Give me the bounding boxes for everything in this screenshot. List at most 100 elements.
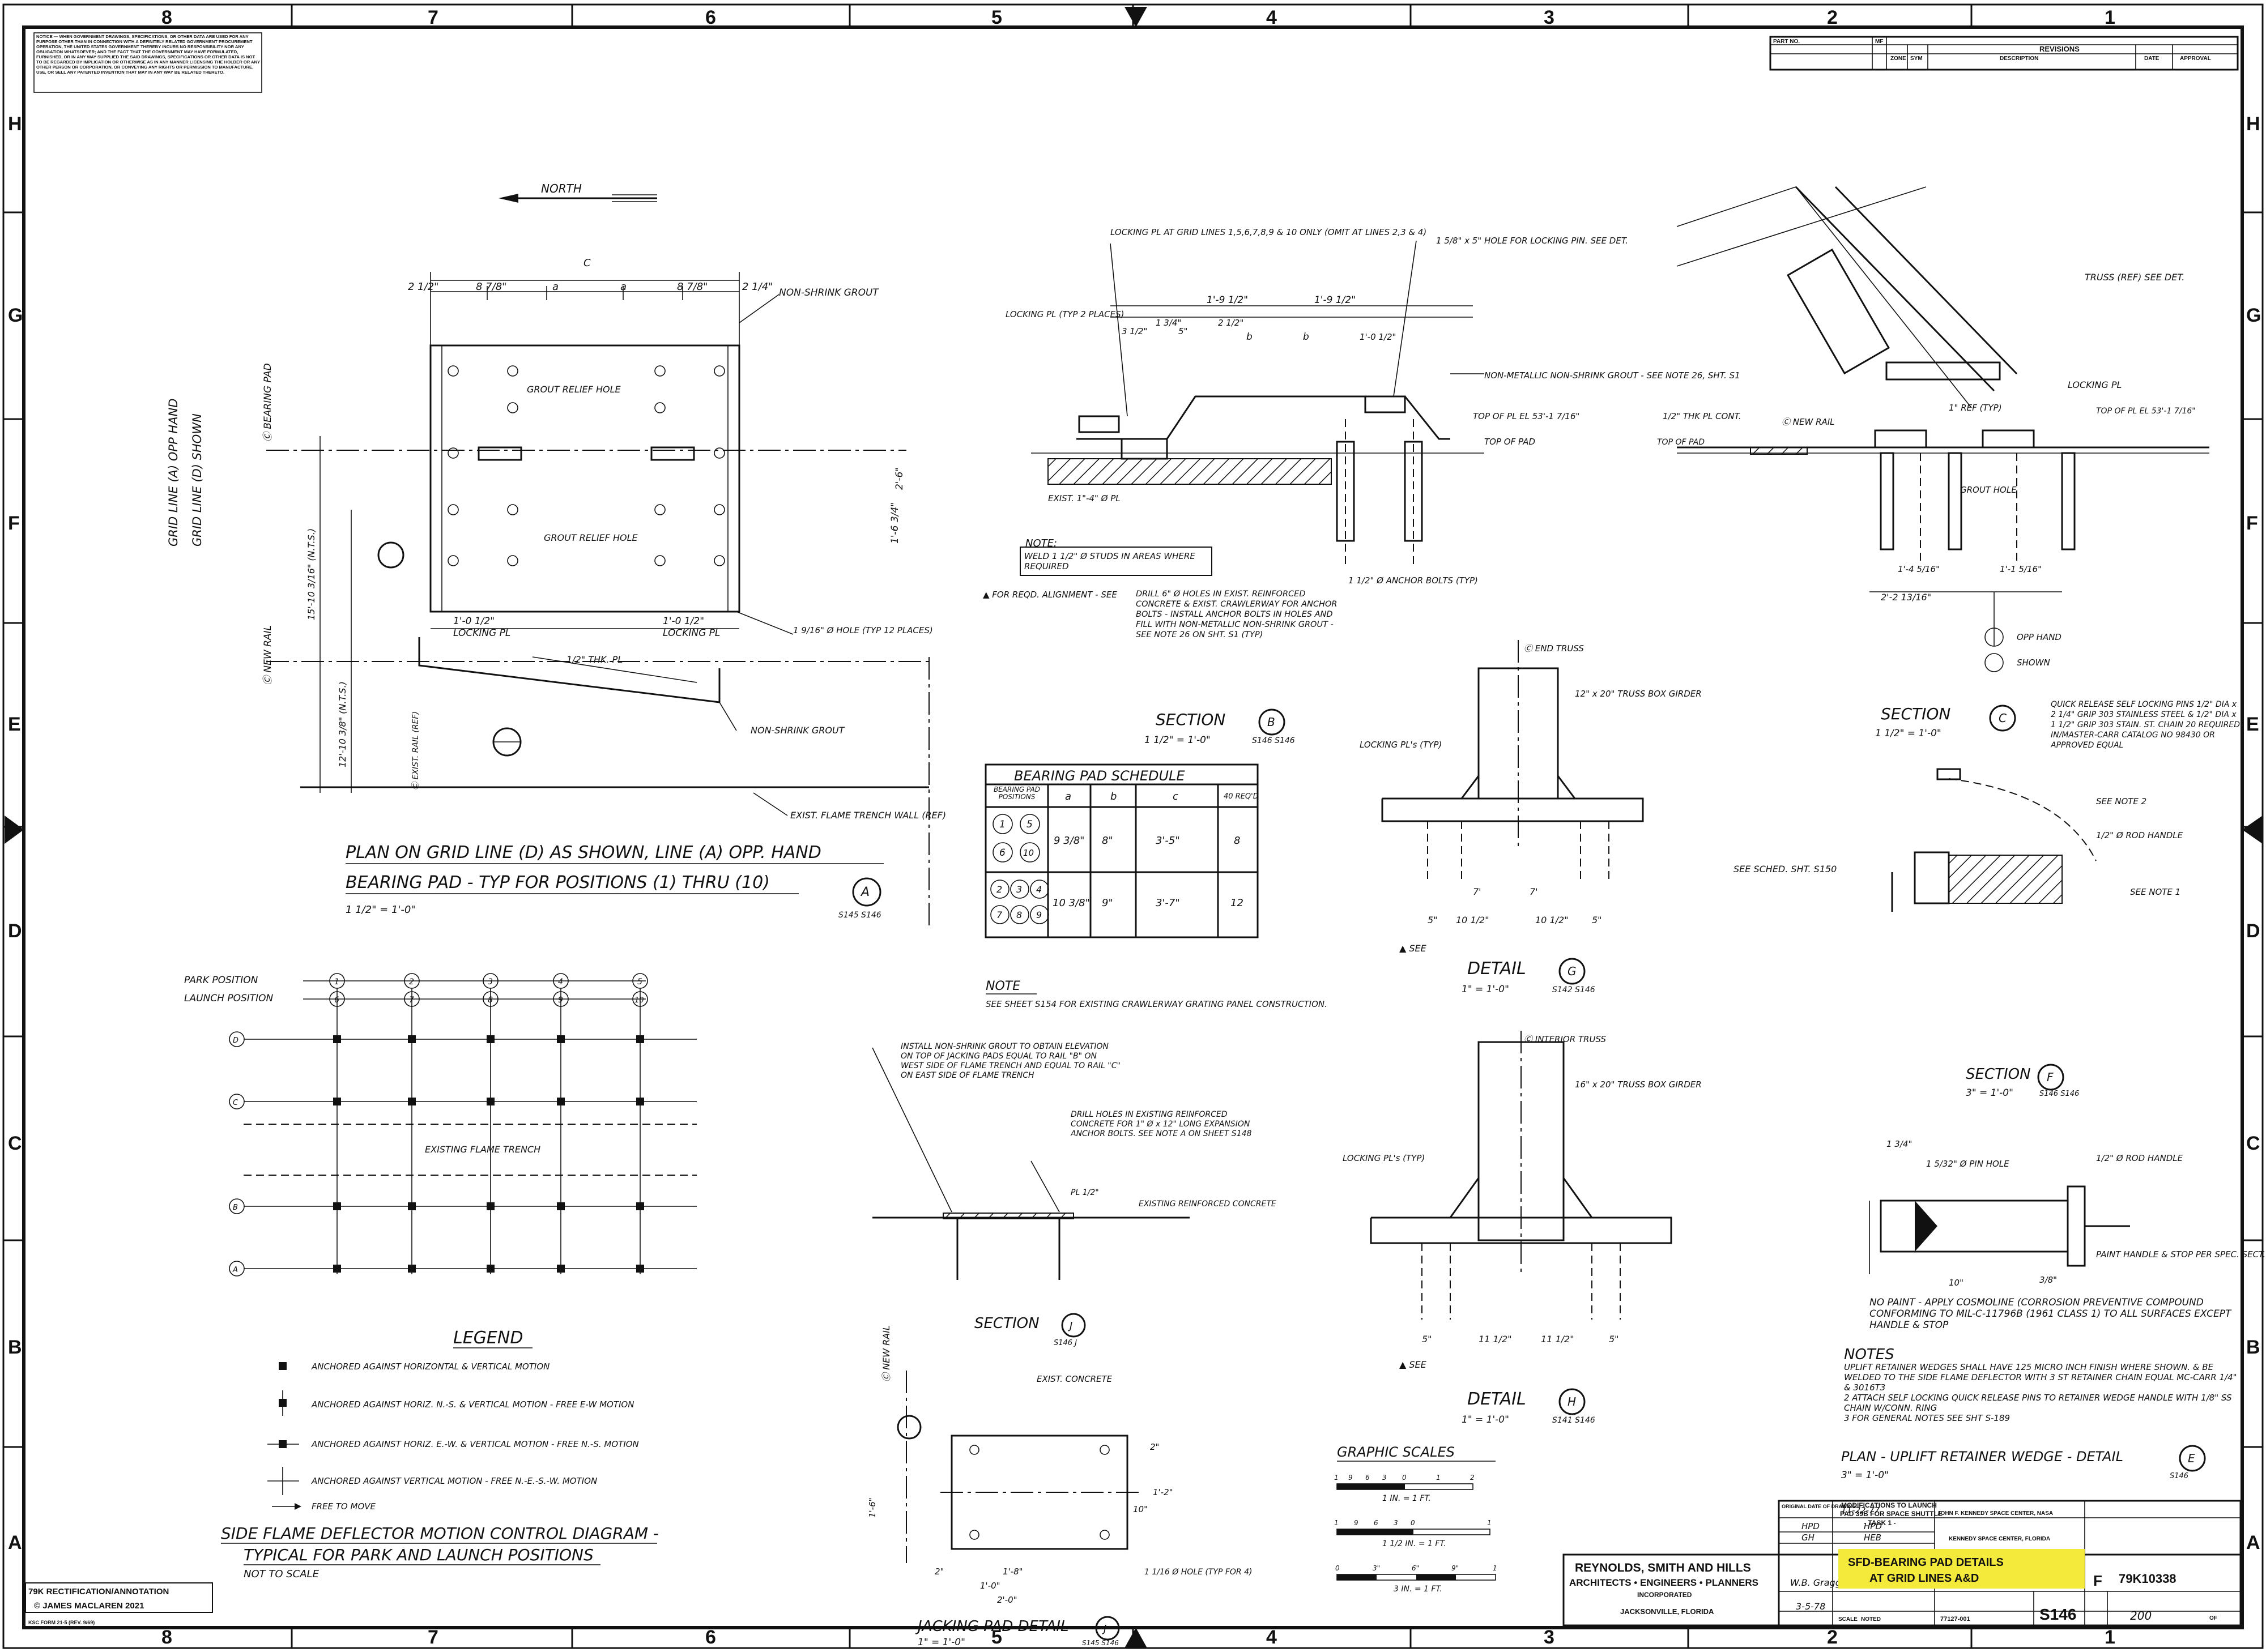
svg-text:DESCRIPTION: DESCRIPTION	[2000, 56, 2038, 62]
svg-text:2'-2 13/16": 2'-2 13/16"	[1881, 592, 1931, 603]
svg-text:NON-SHRINK GROUT: NON-SHRINK GROUT	[751, 725, 845, 736]
svg-text:S145 S146: S145 S146	[1082, 1639, 1119, 1647]
svg-text:E: E	[2188, 1452, 2195, 1465]
svg-text:1'-6 3/4": 1'-6 3/4"	[889, 502, 901, 544]
svg-text:B: B	[233, 1203, 238, 1212]
svg-text:9: 9	[1036, 910, 1042, 920]
notice-text: NOTICE — WHEN GOVERNMENT DRAWINGS, SPECI…	[36, 34, 260, 75]
svg-text:FREE TO MOVE: FREE TO MOVE	[312, 1501, 376, 1512]
svg-text:1 1/16 Ø HOLE (TYP FOR 4): 1 1/16 Ø HOLE (TYP FOR 4)	[1144, 1568, 1252, 1577]
svg-text:REYNOLDS, SMITH AND HILLS: REYNOLDS, SMITH AND HILLS	[1575, 1561, 1751, 1574]
svg-text:S142 S146: S142 S146	[1552, 985, 1595, 994]
svg-text:DETAIL: DETAIL	[1467, 1389, 1526, 1409]
note-line-3: 3 FOR GENERAL NOTES SEE SHT S-189	[1844, 1413, 2011, 1423]
svg-text:S145 S146: S145 S146	[838, 911, 881, 920]
svg-text:LOCKING PL AT GRID LINES 1,5,6: LOCKING PL AT GRID LINES 1,5,6,7,8,9 & 1…	[1110, 227, 1426, 237]
svg-text:3" = 1'-0": 3" = 1'-0"	[1966, 1087, 2013, 1099]
svg-text:1/2" THK PL CONT.: 1/2" THK PL CONT.	[1663, 411, 1741, 421]
credit-box: 79K RECTIFICATION/ANNOTATION © JAMES MAC…	[25, 1582, 213, 1625]
svg-text:1'-0": 1'-0"	[980, 1581, 1000, 1591]
svg-text:Ⓒ END TRUSS: Ⓒ END TRUSS	[1524, 643, 1584, 654]
svg-text:1'-9 1/2": 1'-9 1/2"	[1207, 294, 1248, 306]
svg-text:NOTED: NOTED	[1861, 1616, 1881, 1623]
svg-text:1/2" THK. PL: 1/2" THK. PL	[566, 654, 623, 665]
svg-text:8: 8	[1234, 835, 1240, 847]
svg-text:OPP HAND: OPP HAND	[2017, 632, 2061, 642]
svg-text:SFD-BEARING PAD DETAILS: SFD-BEARING PAD DETAILS	[1848, 1556, 2004, 1569]
quick-release-note: QUICK RELEASE SELF LOCKING PINS 1/2" DIA…	[2051, 700, 2240, 750]
svg-text:C: C	[233, 1099, 238, 1107]
svg-text:F: F	[2047, 1070, 2054, 1084]
svg-text:D: D	[233, 1036, 238, 1045]
motion-position-markers: 1 2 3 4 5 6 7 8 9 10	[329, 973, 648, 1007]
svg-text:5": 5"	[1609, 1334, 1619, 1344]
svg-text:3: 3	[1382, 1474, 1387, 1482]
svg-text:3: 3	[1544, 1627, 1554, 1648]
svg-text:40 REQ'D: 40 REQ'D	[1224, 792, 1259, 801]
svg-text:EXISTING REINFORCED CONCRETE: EXISTING REINFORCED CONCRETE	[1139, 1199, 1276, 1209]
svg-text:SECTION: SECTION	[1881, 705, 1950, 723]
svg-text:3/8": 3/8"	[2039, 1275, 2057, 1285]
svg-text:SECTION: SECTION	[1966, 1066, 2031, 1083]
svg-text:2 1/2": 2 1/2"	[1218, 318, 1243, 328]
svg-text:J: J	[1068, 1320, 1072, 1332]
svg-text:3'-5": 3'-5"	[1156, 835, 1180, 847]
graphic-scales: GRAPHIC SCALES 1 9 6 3 0 1 2 1 IN. = 1 F…	[1334, 1444, 1497, 1594]
svg-text:MF: MF	[1875, 39, 1883, 45]
svg-text:EXISTING FLAME TRENCH: EXISTING FLAME TRENCH	[425, 1144, 540, 1155]
svg-text:3: 3	[1544, 7, 1554, 28]
svg-text:7': 7'	[1530, 886, 1538, 897]
svg-text:E: E	[8, 714, 21, 735]
svg-text:LOCKING PL: LOCKING PL	[663, 627, 720, 639]
svg-text:D: D	[8, 920, 22, 942]
svg-text:EXIST. 1"-4" Ø PL: EXIST. 1"-4" Ø PL	[1048, 493, 1121, 503]
svg-text:S146 S146: S146 S146	[1252, 736, 1295, 745]
bearing-pad-schedule: BEARING PAD SCHEDULE BEARING PAD POSITIO…	[985, 763, 1259, 938]
section-j: INSTALL NON-SHRINK GROUT TO OBTAIN ELEVA…	[872, 1042, 1276, 1347]
svg-text:2 1/2": 2 1/2"	[408, 281, 438, 293]
svg-text:GROUT RELIEF HOLE: GROUT RELIEF HOLE	[544, 532, 638, 543]
svg-text:1" = 1'-0": 1" = 1'-0"	[1462, 1414, 1509, 1425]
svg-text:7: 7	[996, 910, 1003, 920]
svg-text:SECTION: SECTION	[974, 1315, 1040, 1332]
svg-text:3-5-78: 3-5-78	[1796, 1601, 1825, 1612]
svg-text:6: 6	[1374, 1519, 1378, 1527]
svg-text:- TASK 1 -: - TASK 1 -	[1864, 1519, 1896, 1527]
svg-text:PARK POSITION: PARK POSITION	[184, 975, 258, 986]
svg-text:6": 6"	[1412, 1564, 1419, 1572]
svg-text:SYM: SYM	[1910, 56, 1923, 62]
svg-text:5": 5"	[1422, 1334, 1432, 1344]
svg-text:LEGEND: LEGEND	[453, 1328, 523, 1348]
svg-text:SEE NOTE 1: SEE NOTE 1	[2130, 887, 2180, 897]
svg-text:1: 1	[1487, 1519, 1492, 1527]
svg-text:DETAIL: DETAIL	[1467, 959, 1526, 979]
svg-text:10: 10	[1023, 848, 1034, 858]
svg-text:1 3/4": 1 3/4"	[1156, 318, 1181, 328]
svg-text:4: 4	[1036, 884, 1042, 895]
svg-text:Ⓒ BEARING PAD: Ⓒ BEARING PAD	[262, 363, 274, 442]
svg-text:10 1/2": 10 1/2"	[1456, 915, 1489, 925]
svg-text:D: D	[2246, 920, 2260, 942]
svg-text:1 1/2" = 1'-0": 1 1/2" = 1'-0"	[1875, 728, 1941, 739]
svg-text:H: H	[8, 113, 22, 135]
svg-text:1 1/2" Ø ANCHOR BOLTS (TYP): 1 1/2" Ø ANCHOR BOLTS (TYP)	[1348, 575, 1478, 586]
svg-text:TOP OF PAD: TOP OF PAD	[1657, 438, 1705, 447]
plan-bearing-pad: C 2 1/2" 8 7/8" a a 8 7/8" 2 1/4" NON-SH…	[167, 257, 946, 929]
svg-text:2 1/4": 2 1/4"	[742, 281, 773, 293]
svg-text:3" = 1'-0": 3" = 1'-0"	[1841, 1470, 1889, 1481]
motion-diagram: PARK POSITION LAUNCH POSITION 1 2 3 4 5 …	[184, 973, 697, 1580]
svg-text:b: b	[1246, 331, 1253, 343]
svg-text:A: A	[860, 885, 870, 899]
svg-text:5: 5	[637, 977, 642, 987]
svg-text:1'-8": 1'-8"	[1003, 1566, 1023, 1577]
svg-text:16" x 20" TRUSS BOX GIRDER: 16" x 20" TRUSS BOX GIRDER	[1575, 1079, 1702, 1090]
plan-bolt-holes	[448, 365, 725, 566]
svg-text:1" = 1'-0": 1" = 1'-0"	[918, 1637, 965, 1648]
svg-text:3: 3	[1394, 1519, 1398, 1527]
svg-text:a: a	[620, 281, 627, 293]
svg-text:SIDE FLAME DEFLECTOR MOTION CO: SIDE FLAME DEFLECTOR MOTION CONTROL DIAG…	[221, 1524, 659, 1543]
svg-text:8 7/8": 8 7/8"	[476, 281, 506, 293]
svg-text:1'-0 1/2": 1'-0 1/2"	[1360, 332, 1396, 342]
svg-text:5": 5"	[1592, 915, 1602, 925]
svg-text:8: 8	[1016, 910, 1022, 920]
